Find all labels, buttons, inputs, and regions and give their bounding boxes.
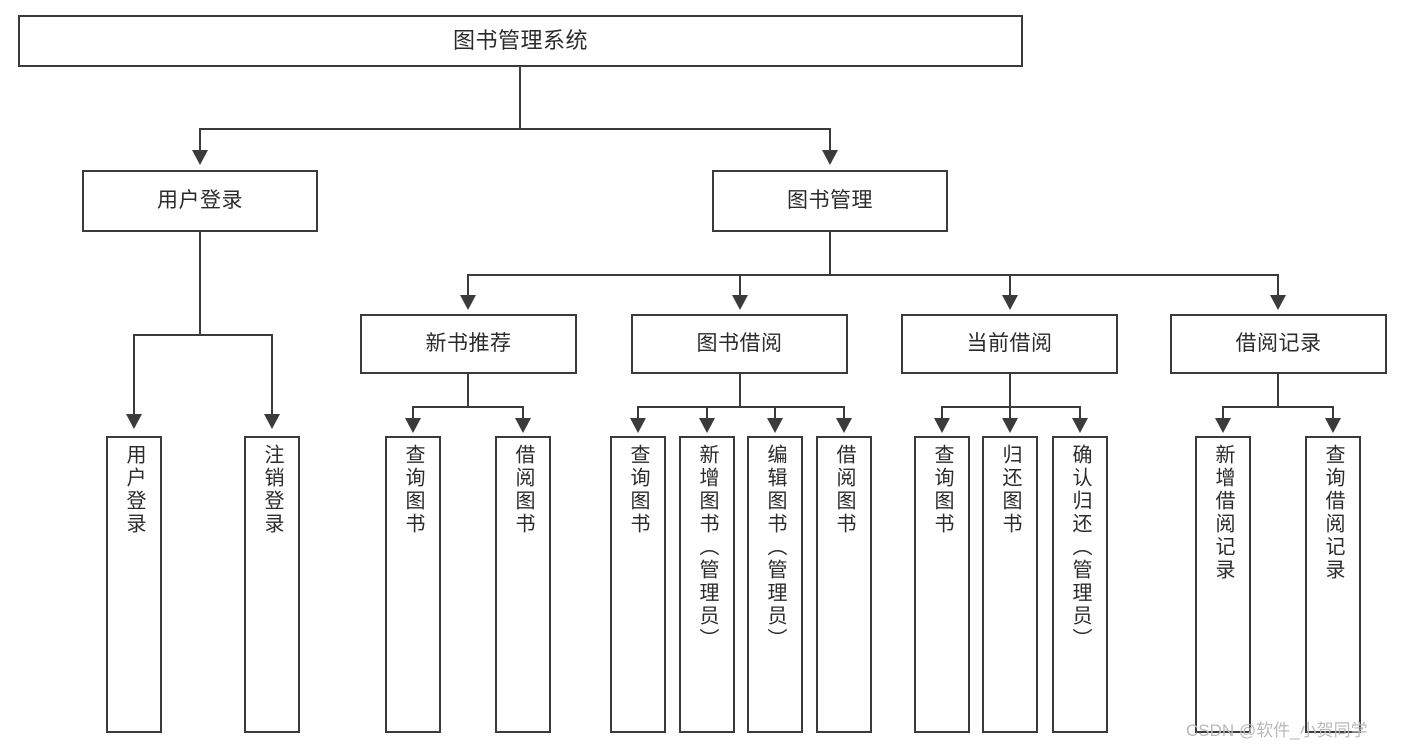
connector-book-management-bus <box>467 274 1279 276</box>
connector-root-bus <box>199 128 831 130</box>
node-label: 当前借阅 <box>966 332 1053 356</box>
arrowhead-bb-borrow-book <box>836 418 852 433</box>
connector-bb-to-leaf-4 <box>843 406 845 420</box>
leaf-user-login[interactable]: 用户登录 <box>106 436 162 733</box>
connector-bm-to-book-borrow <box>739 274 741 297</box>
leaf-bookborrow-query-book[interactable]: 查询图书 <box>610 436 666 733</box>
arrowhead-leaf-user-login <box>126 414 142 429</box>
connector-user-login-to-leaf-2 <box>271 334 273 416</box>
node-label: 查询图书 <box>627 444 649 536</box>
arrowhead-borrow-record <box>1270 295 1286 310</box>
node-label: 借阅图书 <box>833 444 855 536</box>
connector-root-to-book-management <box>829 128 831 152</box>
leaf-logout[interactable]: 注销登录 <box>244 436 300 733</box>
node-label: 用户登录 <box>157 189 243 213</box>
node-label: 图书管理系统 <box>452 27 588 53</box>
node-label: 图书借阅 <box>696 332 783 356</box>
arrowhead-user-login <box>192 150 208 165</box>
connector-book-borrow-bus <box>637 406 845 408</box>
connector-bm-to-borrow-record <box>1277 274 1279 297</box>
connector-br-to-leaf-2 <box>1332 406 1334 420</box>
arrowhead-br-add-record <box>1215 418 1231 433</box>
connector-bb-to-leaf-1 <box>637 406 639 420</box>
watermark-text: CSDN @软件_小贺同学 <box>1186 721 1368 740</box>
node-label: 编辑图书（管理员） <box>764 444 786 651</box>
connector-user-login-bus <box>133 334 273 336</box>
node-book-management[interactable]: 图书管理 <box>712 170 948 232</box>
leaf-bookborrow-edit-book[interactable]: 编辑图书（管理员） <box>747 436 803 733</box>
arrowhead-book-borrow <box>732 295 748 310</box>
connector-user-login-to-leaf-1 <box>133 334 135 416</box>
node-new-book-recommend[interactable]: 新书推荐 <box>360 314 577 374</box>
node-root-book-management-system[interactable]: 图书管理系统 <box>18 15 1023 67</box>
node-label: 归还图书 <box>999 444 1021 536</box>
leaf-bookborrow-borrow-book[interactable]: 借阅图书 <box>816 436 872 733</box>
arrowhead-bb-query-book <box>630 418 646 433</box>
arrowhead-bb-add-book <box>699 418 715 433</box>
connector-cb-to-leaf-1 <box>941 406 943 420</box>
connector-book-borrow-stem <box>739 374 741 407</box>
connector-user-login-stem <box>199 232 201 335</box>
connector-cb-to-leaf-2 <box>1009 406 1011 420</box>
arrowhead-new-book <box>460 295 476 310</box>
node-label: 新增借阅记录 <box>1212 444 1234 582</box>
leaf-currentborrow-return-book[interactable]: 归还图书 <box>982 436 1038 733</box>
connector-book-management-stem <box>829 232 831 275</box>
arrowhead-book-management <box>822 150 838 165</box>
node-borrow-record[interactable]: 借阅记录 <box>1170 314 1387 374</box>
connector-new-book-to-leaf-2 <box>522 406 524 420</box>
node-label: 确认归还（管理员） <box>1069 444 1091 651</box>
node-label: 用户登录 <box>123 444 145 536</box>
connector-current-borrow-bus <box>941 406 1081 408</box>
node-label: 借阅图书 <box>512 444 534 536</box>
connector-root-stem <box>519 67 521 129</box>
arrowhead-cb-query-book <box>934 418 950 433</box>
arrowhead-cb-confirm-return <box>1072 418 1088 433</box>
node-label: 查询图书 <box>402 444 424 536</box>
arrowhead-nb-borrow-book <box>515 418 531 433</box>
arrowhead-current-borrow <box>1002 295 1018 310</box>
node-book-borrow[interactable]: 图书借阅 <box>631 314 848 374</box>
leaf-bookborrow-add-book[interactable]: 新增图书（管理员） <box>679 436 735 733</box>
connector-current-borrow-stem <box>1009 374 1011 407</box>
connector-root-to-user-login <box>199 128 201 152</box>
node-current-borrow[interactable]: 当前借阅 <box>901 314 1118 374</box>
leaf-currentborrow-confirm-return[interactable]: 确认归还（管理员） <box>1052 436 1108 733</box>
connector-borrow-record-stem <box>1277 374 1279 407</box>
connector-bb-to-leaf-2 <box>706 406 708 420</box>
node-label: 查询图书 <box>931 444 953 536</box>
node-label: 借阅记录 <box>1235 332 1322 356</box>
connector-borrow-record-bus <box>1222 406 1334 408</box>
node-label: 新增图书（管理员） <box>696 444 718 651</box>
node-label: 图书管理 <box>787 189 873 213</box>
node-label: 新书推荐 <box>425 332 512 356</box>
connector-bm-to-new-book <box>467 274 469 297</box>
connector-br-to-leaf-1 <box>1222 406 1224 420</box>
arrowhead-leaf-logout <box>264 414 280 429</box>
node-label: 查询借阅记录 <box>1322 444 1344 582</box>
connector-new-book-bus <box>412 406 524 408</box>
arrowhead-nb-query-book <box>405 418 421 433</box>
leaf-borrowrecord-query-record[interactable]: 查询借阅记录 <box>1305 436 1361 733</box>
connector-cb-to-leaf-3 <box>1079 406 1081 420</box>
arrowhead-br-query-record <box>1325 418 1341 433</box>
arrowhead-bb-edit-book <box>767 418 783 433</box>
connector-bb-to-leaf-3 <box>774 406 776 420</box>
node-user-login[interactable]: 用户登录 <box>82 170 318 232</box>
leaf-newbook-borrow-book[interactable]: 借阅图书 <box>495 436 551 733</box>
connector-new-book-to-leaf-1 <box>412 406 414 420</box>
leaf-currentborrow-query-book[interactable]: 查询图书 <box>914 436 970 733</box>
connector-bm-to-current-borrow <box>1009 274 1011 297</box>
connector-new-book-stem <box>467 374 469 407</box>
node-label: 注销登录 <box>261 444 283 536</box>
leaf-newbook-query-book[interactable]: 查询图书 <box>385 436 441 733</box>
arrowhead-cb-return-book <box>1002 418 1018 433</box>
leaf-borrowrecord-add-record[interactable]: 新增借阅记录 <box>1195 436 1251 733</box>
